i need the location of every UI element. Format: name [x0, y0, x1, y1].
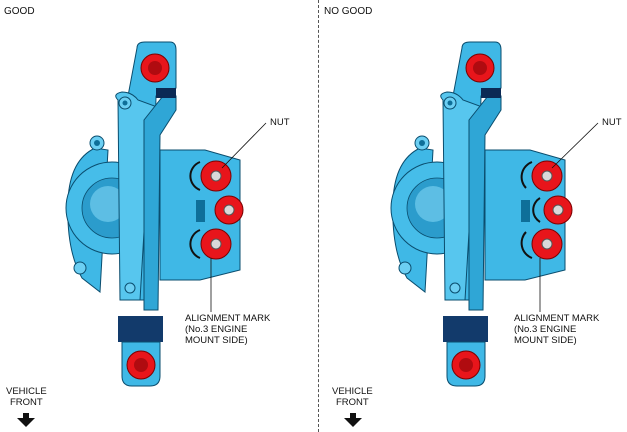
vehicle-front-arrow-icon — [344, 413, 362, 427]
vehicle-front-label: VEHICLE FRONT — [6, 386, 47, 408]
nut-label: NUT — [270, 117, 290, 128]
nut-leader-line — [221, 122, 267, 169]
panel-no-good: NO GOOD — [318, 0, 627, 432]
nut-lower — [189, 228, 232, 260]
panel-title: GOOD — [4, 6, 35, 17]
nut-upper — [520, 160, 563, 192]
nut-lower — [520, 228, 563, 260]
top-bolt — [465, 53, 495, 83]
nut-label: NUT — [602, 117, 622, 128]
alignment-mark-label: ALIGNMENT MARK (No.3 ENGINE MOUNT SIDE) — [514, 313, 600, 346]
nut-middle — [532, 195, 573, 225]
nut-upper — [189, 160, 232, 192]
engine-mount-illustration — [17, 41, 267, 427]
bottom-bolt — [451, 350, 481, 380]
vehicle-front-arrow-icon — [17, 413, 35, 427]
panel-title: NO GOOD — [324, 6, 373, 17]
alignment-mark-label: ALIGNMENT MARK (No.3 ENGINE MOUNT SIDE) — [185, 313, 271, 346]
panel-divider — [318, 0, 319, 432]
top-bolt — [140, 53, 170, 83]
vehicle-front-label: VEHICLE FRONT — [332, 386, 373, 408]
engine-mount-illustration — [344, 41, 599, 427]
nut-leader-line — [551, 122, 599, 169]
panel-good: GOOD — [4, 6, 290, 427]
nut-middle — [214, 195, 244, 225]
bottom-bolt — [126, 350, 156, 380]
